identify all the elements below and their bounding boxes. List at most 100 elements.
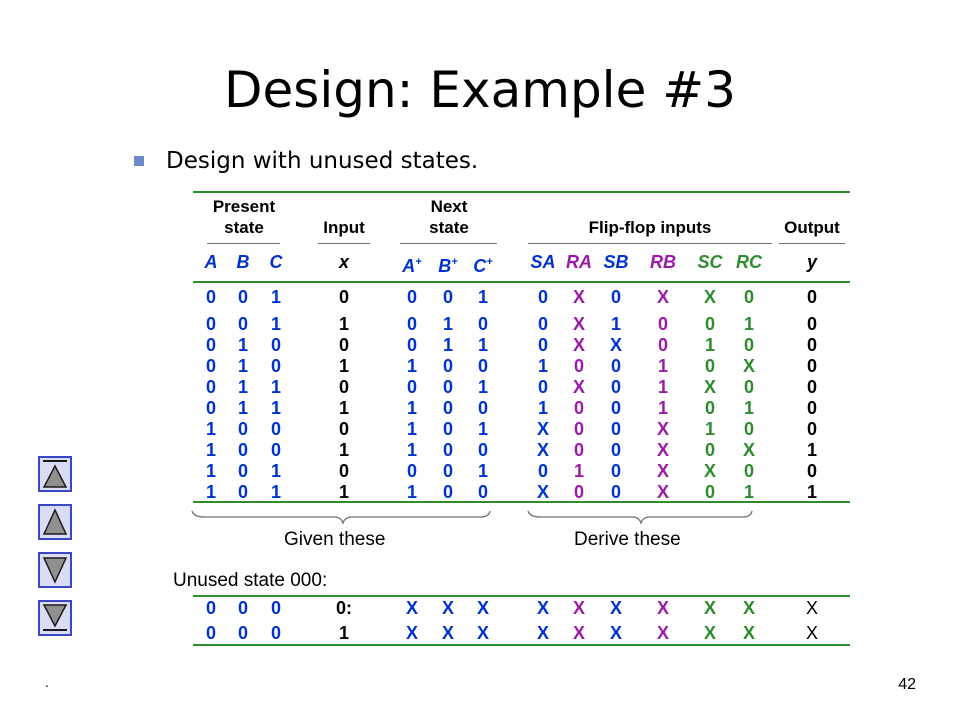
table-cell: 1 <box>657 377 668 397</box>
table-cell: X <box>609 335 622 355</box>
table-cell: 1 <box>573 461 584 481</box>
column-label: RB <box>650 252 676 272</box>
caption-given: Given these <box>284 529 386 550</box>
table-cell: 0 <box>477 314 488 334</box>
unused-cell: X <box>405 598 418 618</box>
table-cell: 0 <box>537 377 548 397</box>
unused-cell: 0 <box>270 598 281 618</box>
group-underline-output <box>779 243 845 244</box>
table-cell: 1 <box>237 356 248 376</box>
column-label: SA <box>530 252 556 272</box>
table-cell: 0 <box>205 356 216 376</box>
unused-cell: 0 <box>237 598 248 618</box>
table-cell: 1 <box>205 440 216 460</box>
group-underline-next <box>400 243 497 244</box>
table-cell: 1 <box>537 398 548 418</box>
next-slide-icon <box>42 557 68 584</box>
table-cell: 0 <box>205 314 216 334</box>
table-cell: 0 <box>338 287 349 307</box>
table-cell: 1 <box>270 377 281 397</box>
group-underline-present <box>207 243 280 244</box>
table-cell: 1 <box>743 398 754 418</box>
header-next-state: Next state <box>429 197 469 237</box>
table-bottom-rule <box>193 501 850 503</box>
header-present-state: Present state <box>212 197 276 237</box>
column-label: y <box>806 252 817 272</box>
table-cell: 0 <box>205 398 216 418</box>
table-cell: 0 <box>237 287 248 307</box>
table-cell: 0 <box>610 398 621 418</box>
table-cell: 0 <box>477 440 488 460</box>
unused-cell: X <box>805 598 818 618</box>
table-cell: 1 <box>205 482 216 502</box>
unused-cell: 0 <box>205 623 216 643</box>
column-label: A+ <box>402 256 422 276</box>
table-cell: X <box>572 377 585 397</box>
table-cell: 0 <box>610 440 621 460</box>
table-cell: 0 <box>237 482 248 502</box>
table-cell: 0 <box>237 440 248 460</box>
unused-cell: X <box>703 623 716 643</box>
previous-slide-button[interactable] <box>38 504 72 540</box>
table-cell: 0 <box>806 461 817 481</box>
table-cell: X <box>536 482 549 502</box>
table-cell: X <box>656 482 669 502</box>
given-brace <box>191 510 491 526</box>
first-slide-button[interactable] <box>38 456 72 492</box>
last-slide-button[interactable] <box>38 600 72 636</box>
header-output: Output <box>784 218 840 237</box>
table-cell: 1 <box>477 461 488 481</box>
table-cell: 0 <box>442 419 453 439</box>
table-cell: 0 <box>477 482 488 502</box>
next-slide-button[interactable] <box>38 552 72 588</box>
table-cell: 1 <box>806 482 817 502</box>
unused-cell: X <box>742 598 755 618</box>
table-cell: 0 <box>573 356 584 376</box>
table-cell: 0 <box>442 398 453 418</box>
table-cell: 1 <box>406 482 417 502</box>
footer-mark: . <box>45 674 49 690</box>
table-cell: 1 <box>477 377 488 397</box>
table-cell: 1 <box>704 335 715 355</box>
table-cell: 1 <box>237 377 248 397</box>
table-cell: 1 <box>338 398 349 418</box>
table-cell: 0 <box>743 377 754 397</box>
header-flip-flop-inputs: Flip-flop inputs <box>588 218 712 237</box>
table-cell: 0 <box>237 461 248 481</box>
table-cell: 1 <box>406 356 417 376</box>
table-cell: 1 <box>406 419 417 439</box>
table-cell: 0 <box>806 314 817 334</box>
table-cell: 0 <box>657 335 668 355</box>
table-cell: 0 <box>406 461 417 481</box>
table-cell: 1 <box>270 287 281 307</box>
table-cell: 0 <box>537 335 548 355</box>
first-slide-icon <box>42 460 68 488</box>
table-cell: 1 <box>270 398 281 418</box>
table-cell: 1 <box>270 314 281 334</box>
table-cell: 0 <box>338 419 349 439</box>
table-cell: 1 <box>270 461 281 481</box>
table-cell: 0 <box>406 335 417 355</box>
table-cell: 1 <box>704 419 715 439</box>
table-cell: X <box>703 377 716 397</box>
unused-cell: X <box>536 598 549 618</box>
table-cell: 0 <box>270 335 281 355</box>
column-label: RC <box>736 252 762 272</box>
previous-slide-icon <box>42 508 68 535</box>
bullet-square-icon <box>134 156 144 166</box>
table-cell: 1 <box>477 335 488 355</box>
table-cell: 0 <box>806 398 817 418</box>
table-cell: 1 <box>338 440 349 460</box>
table-cell: 1 <box>338 482 349 502</box>
table-top-rule <box>193 191 850 193</box>
table-cell: 0 <box>743 287 754 307</box>
table-cell: 0 <box>406 314 417 334</box>
last-slide-icon <box>42 604 68 631</box>
table-cell: 0 <box>537 287 548 307</box>
header-input: Input <box>323 218 365 237</box>
table-cell: 0 <box>573 398 584 418</box>
table-cell: 1 <box>806 440 817 460</box>
table-cell: X <box>536 440 549 460</box>
table-cell: 0 <box>743 419 754 439</box>
table-cell: 0 <box>704 398 715 418</box>
